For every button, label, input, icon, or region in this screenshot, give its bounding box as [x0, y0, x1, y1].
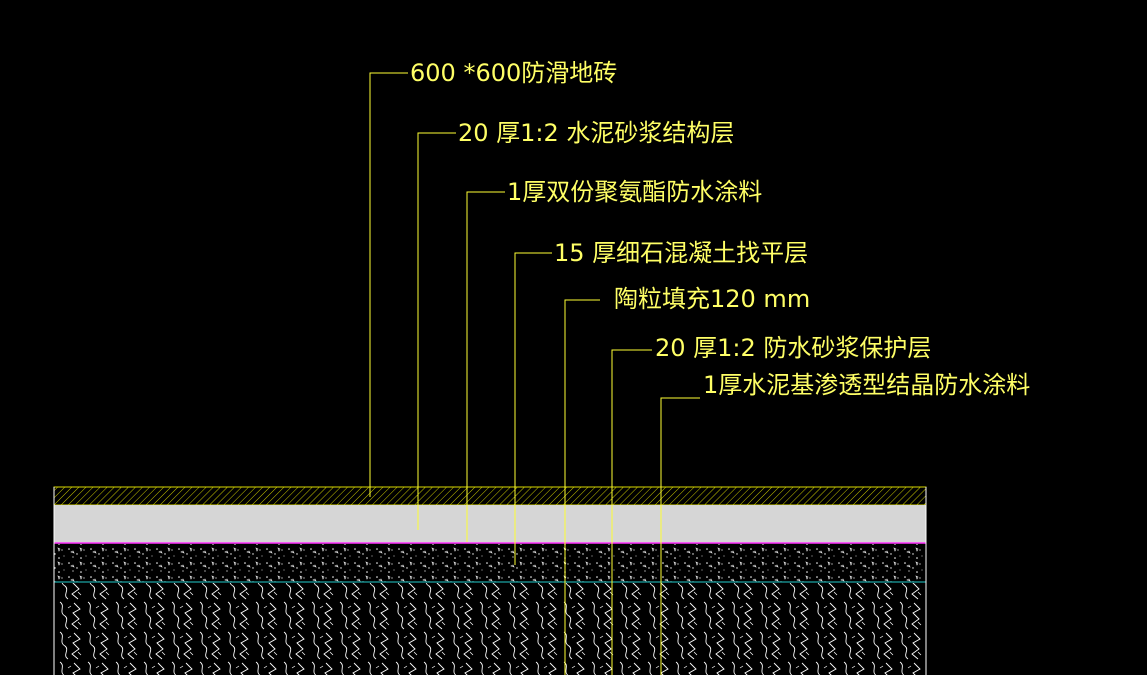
- leader-line-5: [564, 299, 600, 675]
- leader-line-7: [660, 397, 700, 675]
- callout-label-3: 1厚双份聚氨酯防水涂料: [507, 178, 762, 206]
- callout-labels: 600 *600防滑地砖 20 厚1:2 水泥砂浆结构层 1厚双份聚氨酯防水涂料 15…: [410, 59, 1030, 399]
- callout-label-2: 20 厚1:2 水泥砂浆结构层: [458, 119, 734, 147]
- leader-lines: [369, 72, 700, 675]
- leader-line-1: [369, 72, 408, 497]
- leader-line-4: [514, 252, 552, 565]
- callout-label-7: 1厚水泥基渗透型结晶防水涂料: [703, 371, 1030, 399]
- mortar-layer: [54, 505, 926, 543]
- callout-label-6: 20 厚1:2 防水砂浆保护层: [655, 334, 931, 362]
- callout-label-5: 陶粒填充120 mm: [614, 285, 810, 313]
- ceramsite-fill-layer: [54, 583, 926, 675]
- leader-line-6: [611, 349, 652, 675]
- leader-line-2: [417, 132, 456, 530]
- callout-label-1: 600 *600防滑地砖: [410, 59, 617, 87]
- leader-line-3: [466, 191, 505, 542]
- concrete-screed-layer: [54, 544, 926, 582]
- tile-layer: [53, 486, 927, 506]
- callout-label-4: 15 厚细石混凝土找平层: [554, 239, 808, 267]
- layer-stack: [53, 486, 927, 675]
